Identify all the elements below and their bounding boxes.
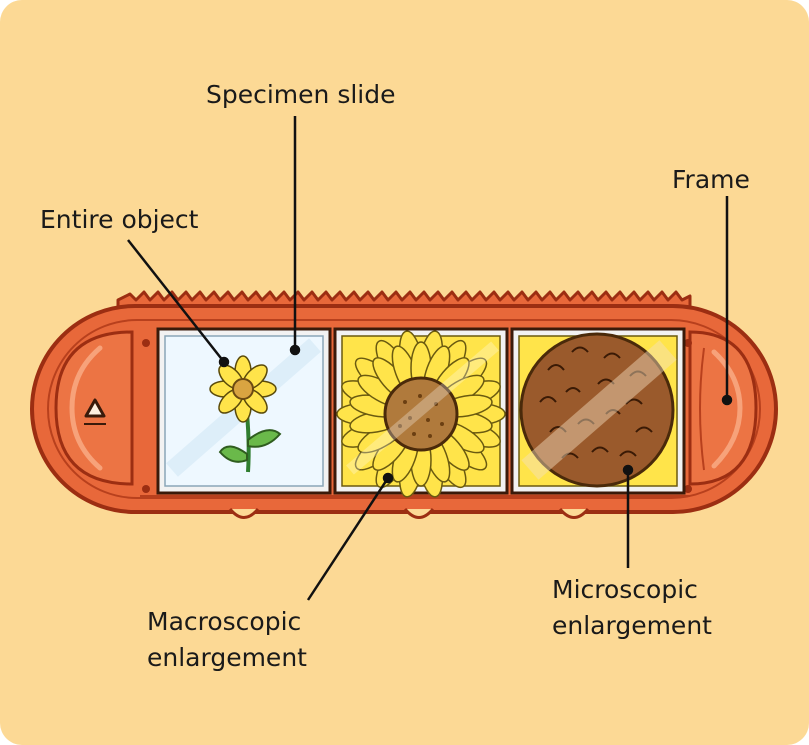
label-microscopic-line1: Microscopic (552, 574, 698, 605)
label-entire-object: Entire object (40, 204, 198, 235)
label-microscopic-line2: enlargement (552, 610, 712, 641)
window-macroscopic (335, 329, 507, 499)
label-specimen-slide: Specimen slide (206, 79, 396, 110)
label-frame: Frame (672, 164, 750, 195)
label-macroscopic-line1: Macroscopic (147, 606, 301, 637)
small-daisy-icon (210, 356, 276, 422)
label-macroscopic-line2: enlargement (147, 642, 307, 673)
window-microscopic (512, 329, 684, 493)
window-entire-object (158, 329, 330, 493)
